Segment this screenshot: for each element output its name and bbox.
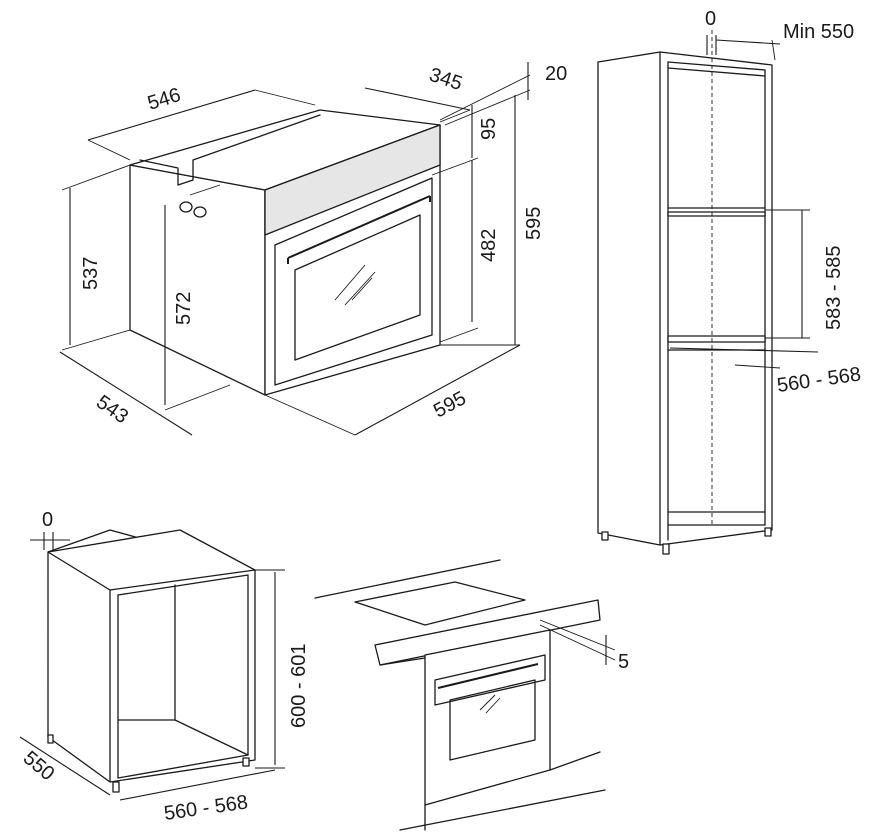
label-base-height: 600 - 601	[288, 643, 310, 728]
oven-knob-icon	[193, 206, 207, 218]
label-column-niche-width: 560 - 568	[776, 363, 863, 397]
label-oven-side-height: 537	[80, 257, 102, 290]
builtin-oven-handle	[437, 663, 539, 689]
column-dimension-lines	[669, 35, 819, 369]
label-oven-inner-height: 572	[173, 292, 195, 325]
label-oven-total-height: 595	[523, 207, 545, 240]
oven-window	[294, 214, 421, 361]
label-door-height: 482	[478, 229, 500, 262]
worktop	[374, 599, 601, 666]
oven-knob-icon	[179, 201, 193, 213]
label-oven-width-top: 546	[145, 84, 183, 115]
oven-dimension-lines	[59, 62, 531, 436]
builtin-oven-drawing	[314, 559, 616, 831]
label-base-depth: 550	[19, 747, 59, 785]
label-column-gap: 0	[705, 8, 716, 30]
label-oven-side-depth: 543	[92, 391, 132, 428]
builtin-oven-panel	[434, 654, 546, 706]
oven-drawing	[129, 109, 441, 396]
label-base-gap: 0	[42, 509, 53, 531]
builtin-oven-window	[449, 679, 536, 761]
builtin-oven-front	[424, 629, 551, 806]
label-base-width: 560 - 568	[163, 791, 250, 825]
tall-column-drawing	[597, 30, 773, 555]
oven-door	[274, 177, 433, 386]
column-body	[597, 51, 773, 546]
label-column-min-depth: Min 550	[783, 21, 854, 43]
label-oven-offset: 20	[545, 63, 567, 85]
label-oven-front-width: 595	[430, 387, 470, 422]
oven-handle	[287, 195, 431, 264]
base-cabinet-drawing	[47, 529, 256, 793]
oven-side	[129, 164, 266, 396]
label-column-niche-height: 583 - 585	[823, 245, 845, 330]
label-worktop-gap: 5	[618, 651, 629, 673]
column-lower-shelf	[667, 335, 766, 343]
base-cabinet-dimension-lines	[19, 532, 285, 801]
label-panel-height: 95	[478, 118, 500, 140]
oven-control-panel	[264, 124, 441, 236]
label-oven-depth-top: 345	[426, 64, 465, 95]
oven-rear-notch	[139, 114, 321, 186]
column-upper-shelf	[667, 211, 766, 217]
hob	[354, 581, 526, 626]
